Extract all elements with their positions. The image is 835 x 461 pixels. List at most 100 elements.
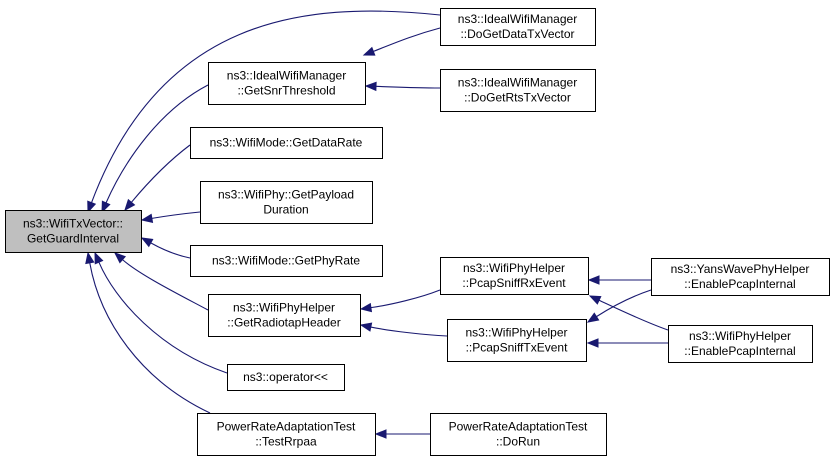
arrowhead-icon — [359, 322, 373, 332]
node-box — [208, 294, 361, 337]
edge-line — [130, 144, 191, 203]
edge-line — [375, 85, 441, 89]
arrowhead-icon — [113, 252, 127, 264]
edge-ideal_snr-to-root — [101, 84, 209, 214]
node-label: ::EnablePcapInternal — [684, 344, 795, 358]
edge-helper_radiotap-to-root — [113, 252, 209, 311]
edge-line — [596, 289, 652, 318]
arrowhead-icon — [140, 213, 154, 223]
edge-helper_rx-to-helper_radiotap — [359, 289, 441, 313]
node-box — [190, 245, 383, 277]
edge-line — [98, 261, 228, 374]
node-box — [197, 413, 376, 456]
node-box — [447, 319, 587, 362]
arrowhead-icon — [124, 198, 136, 212]
arrowhead-icon — [586, 312, 600, 323]
node-label: ns3::WifiPhy::GetPayload — [218, 188, 354, 202]
node-label: ns3::WifiMode::GetDataRate — [210, 136, 363, 150]
node-label: ::DoGetRtsTxVector — [464, 91, 571, 105]
node-label: ns3::IdealWifiManager — [458, 76, 577, 90]
node-helper-radiotap[interactable]: ns3::WifiPhyHelper::GetRadiotapHeader — [208, 294, 361, 337]
arrowhead-icon — [94, 251, 104, 265]
node-box — [5, 210, 142, 253]
node-label: ns3::IdealWifiManager — [458, 12, 577, 26]
edge-line — [598, 299, 669, 331]
node-label: ::GetRadiotapHeader — [227, 316, 340, 330]
node-root[interactable]: ns3::WifiTxVector::GetGuardInterval — [5, 210, 142, 253]
edge-line — [105, 84, 209, 204]
edge-helper_tx-to-helper_radiotap — [359, 322, 448, 337]
node-label: ns3::WifiPhyHelper — [689, 329, 791, 343]
arrowhead-icon — [364, 81, 377, 92]
node-label: ::PcapSniffRxEvent — [462, 276, 566, 290]
edge-layer — [85, 10, 669, 439]
node-mode-datarate[interactable]: ns3::WifiMode::GetDataRate — [190, 127, 383, 159]
edge-mode_datarate-to-root — [124, 144, 191, 212]
node-label: ns3::IdealWifiManager — [227, 69, 346, 83]
node-label: ns3::WifiMode::GetPhyRate — [212, 254, 360, 268]
arrowhead-icon — [101, 200, 111, 214]
arrowhead-icon — [140, 237, 154, 248]
node-label: PowerRateAdaptationTest — [217, 420, 356, 434]
edge-line — [90, 10, 441, 203]
node-box — [440, 257, 589, 295]
edge-line — [370, 289, 441, 309]
arrowhead-icon — [87, 200, 97, 214]
edge-mode_phyrate-to-root — [140, 237, 191, 259]
node-helper-tx[interactable]: ns3::WifiPhyHelper::PcapSniffTxEvent — [447, 319, 587, 362]
arrowhead-icon — [359, 302, 373, 313]
edge-operator-to-root — [94, 251, 228, 374]
node-ideal-rts[interactable]: ns3::IdealWifiManager::DoGetRtsTxVector — [440, 69, 596, 112]
arrowhead-icon — [362, 46, 376, 56]
node-yans-enable[interactable]: ns3::YansWavePhyHelper::EnablePcapIntern… — [651, 258, 830, 296]
node-label: ::DoRun — [496, 435, 540, 449]
node-label: ns3::WifiPhyHelper — [463, 261, 565, 275]
node-label: ns3::YansWavePhyHelper — [671, 262, 810, 276]
edge-pra_run-to-pra_test — [374, 429, 430, 439]
node-box — [227, 364, 345, 391]
node-operator[interactable]: ns3::operator<< — [227, 364, 345, 391]
node-ideal-data[interactable]: ns3::IdealWifiManager::DoGetDataTxVector — [440, 8, 596, 46]
node-helper-enable[interactable]: ns3::WifiPhyHelper::EnablePcapInternal — [668, 325, 813, 363]
node-helper-rx[interactable]: ns3::WifiPhyHelper::PcapSniffRxEvent — [440, 257, 589, 295]
arrowhead-icon — [586, 338, 599, 348]
edge-ideal_data-to-root — [87, 10, 441, 214]
node-box — [440, 8, 596, 46]
arrowhead-icon — [85, 251, 95, 265]
node-label: ::EnablePcapInternal — [684, 277, 795, 291]
node-pra-run[interactable]: PowerRateAdaptationTest::DoRun — [430, 413, 607, 456]
edge-pra_test-to-root — [85, 251, 211, 414]
node-layer: ns3::WifiTxVector::GetGuardIntervalns3::… — [5, 8, 830, 456]
node-label: ::DoGetDataTxVector — [460, 27, 574, 41]
node-box — [190, 127, 383, 159]
edge-ideal_data-to-ideal_snr — [362, 27, 441, 56]
edge-line — [373, 27, 441, 52]
node-ideal-snr[interactable]: ns3::IdealWifiManager::GetSnrThreshold — [208, 62, 366, 105]
node-label: GetGuardInterval — [27, 232, 119, 246]
arrowhead-icon — [587, 275, 600, 285]
node-mode-phyrate[interactable]: ns3::WifiMode::GetPhyRate — [190, 245, 383, 277]
node-label: ::GetSnrThreshold — [237, 84, 335, 98]
node-label: ns3::WifiPhyHelper — [233, 301, 335, 315]
node-label: ::TestRrpaa — [255, 435, 317, 449]
edge-line — [150, 242, 191, 259]
node-box — [208, 62, 366, 105]
arrowhead-icon — [588, 295, 602, 305]
edge-yans_enable-to-helper_tx — [586, 289, 652, 323]
node-pra-test[interactable]: PowerRateAdaptationTest::TestRrpaa — [197, 413, 376, 456]
node-label: Duration — [263, 203, 308, 217]
edge-helper_enable-to-helper_rx — [588, 295, 669, 331]
edge-helper_enable-to-helper_tx — [586, 338, 668, 348]
node-box — [668, 325, 813, 363]
node-label: ns3::WifiTxVector:: — [23, 217, 123, 231]
edge-line — [370, 326, 448, 337]
arrowhead-icon — [374, 429, 387, 439]
edge-line — [89, 262, 211, 414]
edge-phy_payload-to-root — [140, 211, 201, 223]
edge-yans_enable-to-helper_rx — [587, 275, 651, 285]
node-box — [651, 258, 830, 296]
edge-ideal_rts-to-ideal_snr — [364, 81, 441, 92]
node-box — [200, 181, 373, 224]
